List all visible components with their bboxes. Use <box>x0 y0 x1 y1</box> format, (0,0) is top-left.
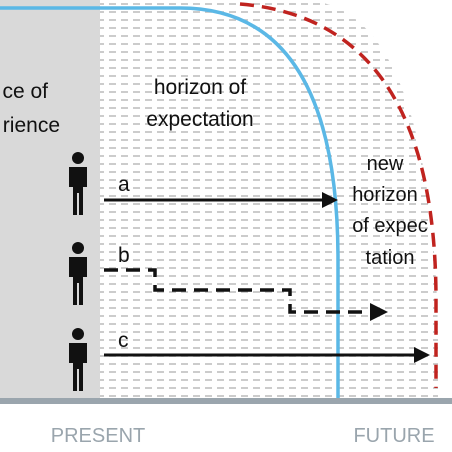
path-a-label: a <box>118 173 130 196</box>
new-horizon-label-line4: tation <box>366 247 415 269</box>
horizon-of-expectation-curve <box>0 6 340 400</box>
axis-future-label: FUTURE <box>353 425 434 447</box>
path-b-arrowhead <box>370 303 388 321</box>
path-b-line <box>104 268 372 314</box>
path-b-label: b <box>118 244 130 267</box>
horizon-label-line1: horizon of <box>154 76 246 99</box>
person-icon <box>69 328 87 391</box>
path-c-label: c <box>118 329 129 352</box>
experience-label-line2: rience <box>3 114 60 137</box>
experience-label-line1: ce of <box>2 80 48 103</box>
person-icon <box>69 152 87 215</box>
new-horizon-curve <box>239 2 438 388</box>
space-of-experience-region <box>0 0 100 400</box>
horizon-label-line2: expectation <box>146 108 253 131</box>
person-icon <box>69 242 87 305</box>
time-axis <box>0 398 452 404</box>
axis-present-label: PRESENT <box>51 425 145 447</box>
new-horizon-label-line3: of expec <box>352 215 428 237</box>
new-horizon-label-line1: new <box>367 153 404 175</box>
path-c-arrowhead <box>414 347 430 363</box>
path-a-arrowhead <box>322 192 338 208</box>
new-horizon-label-line2: horizon <box>352 184 418 206</box>
